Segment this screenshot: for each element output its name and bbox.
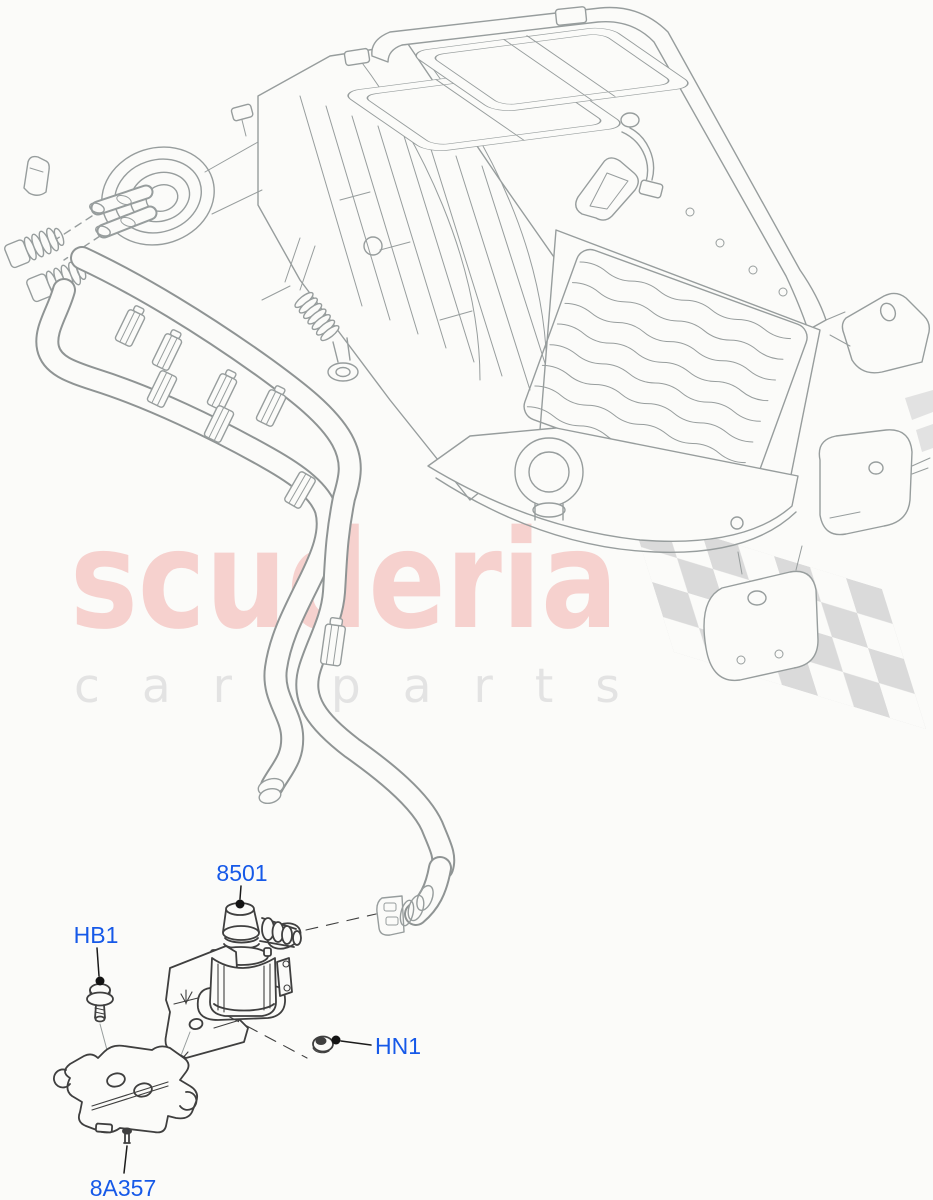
heater-core-port <box>54 141 263 261</box>
heater-hoses-drawing <box>47 258 443 936</box>
aux-water-pump-drawing <box>156 902 377 1089</box>
right-bracket-upper <box>825 292 931 374</box>
top-hardware-cluster <box>620 112 664 199</box>
callout-hb1: HB1 <box>74 922 119 986</box>
drain-tube <box>261 237 359 382</box>
bolt-hb1 <box>86 983 191 1077</box>
right-bracket-mid <box>818 429 931 536</box>
part-label-8501[interactable]: 8501 <box>216 860 267 886</box>
right-bracket-lower <box>703 545 819 682</box>
callout-hn1: HN1 <box>331 1033 421 1059</box>
leader-line-8501 <box>239 885 242 900</box>
part-label-hb1[interactable]: HB1 <box>74 922 119 948</box>
leader-line-8a357 <box>123 1145 128 1174</box>
hose-clamps <box>114 305 346 667</box>
callout-8501: 8501 <box>216 860 268 909</box>
hose-elbow-fitting <box>376 884 434 936</box>
leader-dot-8501 <box>235 899 245 909</box>
part-label-hn1[interactable]: HN1 <box>375 1033 421 1059</box>
watermark-subtitle-text: car parts <box>74 659 662 714</box>
brand-watermark: scuderia car parts <box>70 502 662 714</box>
lower-mounting-bracket <box>53 1044 199 1144</box>
filter-frame-upper <box>415 27 689 111</box>
leader-dot-hb1 <box>95 976 105 986</box>
callout-8a357: 8A357 <box>90 1145 157 1200</box>
leader-dot-hn1 <box>331 1035 341 1045</box>
leader-line-hn1 <box>340 1040 372 1046</box>
callouts: 8501 HB1 HN1 8A357 <box>74 860 421 1200</box>
leader-line-hb1 <box>96 947 100 977</box>
part-label-8a357[interactable]: 8A357 <box>90 1175 157 1200</box>
hvac-unit-drawing <box>4 6 931 682</box>
bolt-hn1 <box>312 1035 334 1054</box>
